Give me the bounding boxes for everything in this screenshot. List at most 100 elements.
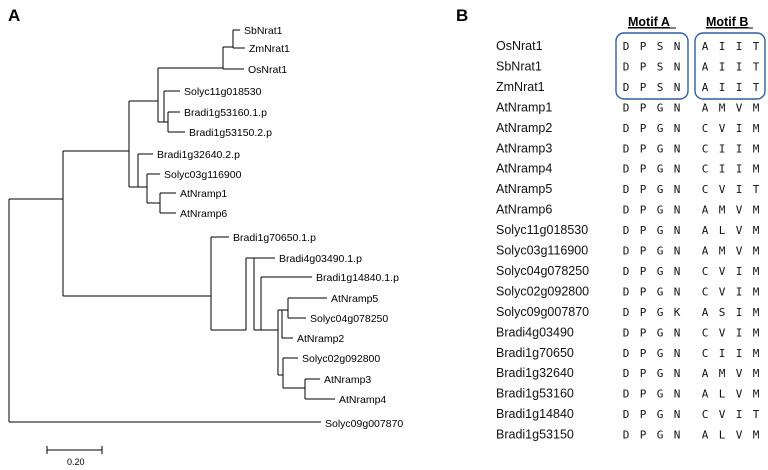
gene-name: Bradi1g70650 bbox=[496, 346, 574, 360]
motif-a-residue: D bbox=[623, 306, 630, 319]
motif-a-residue: N bbox=[674, 224, 681, 237]
motif-a-residue: S bbox=[657, 60, 664, 73]
motif-a-residue: P bbox=[640, 122, 647, 135]
motif-a-residue: P bbox=[640, 101, 647, 114]
motif-b-residue: I bbox=[736, 285, 743, 298]
motif-b-residue: V bbox=[736, 388, 743, 401]
gene-name: AtNramp1 bbox=[496, 100, 552, 114]
motif-a-residue: N bbox=[674, 285, 681, 298]
leaf-label-bradi4g03490-1-p: Bradi4g03490.1.p bbox=[279, 253, 362, 265]
motif-a-residue: G bbox=[657, 285, 664, 298]
motif-a-residue: N bbox=[674, 101, 681, 114]
leaf-label-atnramp3: AtNramp3 bbox=[324, 374, 371, 386]
gene-name: AtNramp2 bbox=[496, 121, 552, 135]
motif-b-residue: L bbox=[719, 224, 726, 237]
motif-b-residue: A bbox=[702, 429, 709, 442]
motif-b-residue: I bbox=[736, 60, 743, 73]
motif-b-residue: V bbox=[719, 265, 726, 278]
motif-b-residue: I bbox=[736, 347, 743, 360]
motif-a-residue: P bbox=[640, 142, 647, 155]
motif-b-residue: M bbox=[719, 101, 726, 114]
motif-b-residue: I bbox=[736, 122, 743, 135]
motif-b-residue: V bbox=[719, 122, 726, 135]
motif-a-residue: D bbox=[623, 81, 630, 94]
motif-b-residue: V bbox=[736, 101, 743, 114]
motif-a-residue: G bbox=[657, 183, 664, 196]
motif-b-residue: V bbox=[719, 183, 726, 196]
motif-a-residue: D bbox=[623, 163, 630, 176]
motif-b-residue: I bbox=[719, 347, 726, 360]
motif-a-residue: D bbox=[623, 224, 630, 237]
motif-b-residue: A bbox=[702, 224, 709, 237]
motif-a-residue: G bbox=[657, 224, 664, 237]
motif-b-residue: M bbox=[753, 163, 760, 176]
gene-name: Bradi1g32640 bbox=[496, 366, 574, 380]
leaf-label-atnramp4: AtNramp4 bbox=[339, 394, 386, 406]
motif-b-residue: C bbox=[702, 285, 709, 298]
motif-b-highlight-box bbox=[694, 32, 766, 100]
motif-a-residue: P bbox=[640, 285, 647, 298]
motif-b-residue: V bbox=[719, 408, 726, 421]
motif-b-residue: I bbox=[736, 408, 743, 421]
leaf-label-solyc04g078250: Solyc04g078250 bbox=[310, 313, 388, 325]
leaf-label-bradi1g53150-2-p: Bradi1g53150.2.p bbox=[189, 127, 272, 139]
motif-b-residue: M bbox=[753, 101, 760, 114]
gene-name: Solyc02g092800 bbox=[496, 284, 589, 298]
motif-a-residue: N bbox=[674, 60, 681, 73]
motif-b-residue: C bbox=[702, 122, 709, 135]
phylogenetic-tree-leaf-labels: SbNrat1ZmNrat1OsNrat1Solyc11g018530Bradi… bbox=[157, 25, 403, 430]
motif-b-residue: M bbox=[753, 429, 760, 442]
motif-a-highlight-box bbox=[615, 32, 689, 100]
motif-b-residue: A bbox=[702, 101, 709, 114]
gene-name: AtNramp5 bbox=[496, 182, 552, 196]
panel-b-label: B bbox=[456, 6, 468, 25]
leaf-label-atnramp6: AtNramp6 bbox=[180, 208, 227, 220]
leaf-label-sbnrat1: SbNrat1 bbox=[244, 25, 283, 37]
motif-a-residue: N bbox=[674, 265, 681, 278]
motif-b-residue: M bbox=[753, 142, 760, 155]
motif-a-residue: N bbox=[674, 245, 681, 258]
motif-b-residue: A bbox=[702, 60, 709, 73]
panel-a-label: A bbox=[8, 6, 20, 25]
motif-a-residue: K bbox=[674, 306, 681, 319]
leaf-label-bradi1g70650-1-p: Bradi1g70650.1.p bbox=[233, 232, 316, 244]
motif-a-residue: G bbox=[657, 388, 664, 401]
motif-b-residue: C bbox=[702, 347, 709, 360]
motif-a-residue: N bbox=[674, 183, 681, 196]
gene-name: Solyc04g078250 bbox=[496, 264, 589, 278]
motif-a-residue: N bbox=[674, 40, 681, 53]
motif-b-residue: I bbox=[736, 183, 743, 196]
motif-a-residue: P bbox=[640, 60, 647, 73]
motif-a-residue: P bbox=[640, 245, 647, 258]
motif-b-residue: T bbox=[753, 81, 760, 94]
motif-b-residue: V bbox=[719, 285, 726, 298]
motif-b-residue: M bbox=[753, 326, 760, 339]
motif-b-residue: C bbox=[702, 408, 709, 421]
motif-b-residue: V bbox=[736, 204, 743, 217]
motif-a-residue: D bbox=[623, 183, 630, 196]
motif-b-residue: I bbox=[719, 60, 726, 73]
motif-b-residue: M bbox=[719, 245, 726, 258]
motif-a-residue: D bbox=[623, 285, 630, 298]
gene-name: AtNramp4 bbox=[496, 162, 552, 176]
motif-b-residue: I bbox=[736, 40, 743, 53]
motif-a-residue: G bbox=[657, 122, 664, 135]
motif-a-residue: N bbox=[674, 163, 681, 176]
motif-a-residue: G bbox=[657, 245, 664, 258]
gene-name: ZmNrat1 bbox=[496, 80, 545, 94]
leaf-label-bradi1g53160-1-p: Bradi1g53160.1.p bbox=[184, 107, 267, 119]
motif-a-residue: D bbox=[623, 388, 630, 401]
motif-b-residue: I bbox=[719, 81, 726, 94]
motif-a-residue: D bbox=[623, 265, 630, 278]
motif-a-residue: S bbox=[657, 81, 664, 94]
motif-a-residue: D bbox=[623, 40, 630, 53]
motif-b-residue: V bbox=[736, 224, 743, 237]
